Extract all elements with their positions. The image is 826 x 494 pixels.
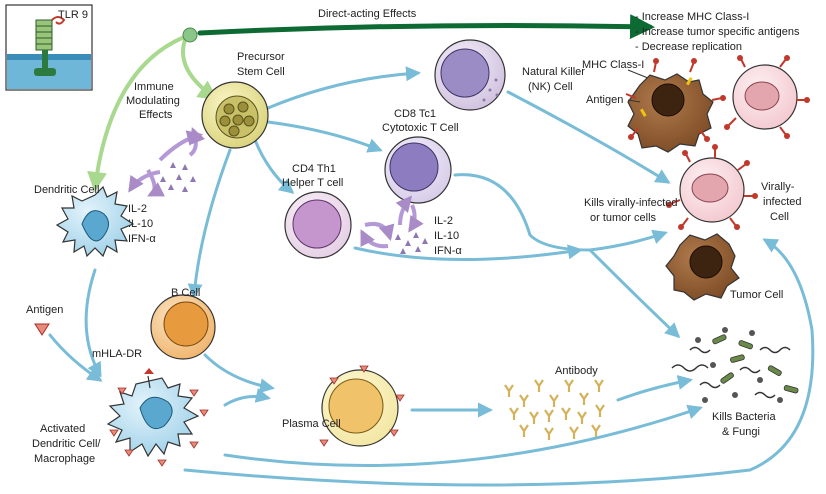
dendritic-cell	[55, 185, 135, 258]
antibodies-cluster	[504, 379, 605, 440]
antigen-free-label: Antigen	[26, 304, 63, 316]
cd8-to-kills-arrow	[453, 173, 592, 252]
virus-cell-with-mhc	[724, 55, 810, 139]
immune-modulating-line3: Effects	[139, 109, 173, 121]
b-cell-label: B Cell	[171, 287, 200, 299]
nk-label-line2: (NK) Cell	[528, 81, 573, 93]
cytokine-center-il10: IL-10	[434, 230, 459, 242]
precursor-to-bcell-arrow	[187, 148, 232, 299]
cytokine-center-ifna: IFN-α	[434, 245, 462, 257]
precursor-label-line2: Stem Cell	[237, 66, 285, 78]
precursor-to-cd4-arrow	[253, 138, 295, 194]
virally-infected-line2: infected	[763, 196, 802, 208]
precursor-to-nk-arrow	[266, 66, 421, 110]
antigen-to-activated-arrow	[48, 333, 103, 382]
bacteria-fungi-cluster	[671, 327, 799, 403]
immune-modulating-line2: Modulating	[126, 95, 180, 107]
plasma-cell	[319, 365, 405, 447]
nk-label-line1: Natural Killer	[522, 66, 585, 78]
to-dendritic-arrow	[87, 36, 184, 192]
mhc-pointer	[627, 69, 649, 79]
antigen-icon	[34, 323, 50, 336]
kills-to-virus-arrow	[588, 229, 668, 252]
cytokine-center-il2: IL-2	[434, 215, 453, 227]
plasma-cell-label: Plasma Cell	[282, 418, 341, 430]
dendritic-to-activated-arrow	[84, 268, 102, 378]
antigen-pointer-label: Antigen	[586, 94, 623, 106]
virally-infected-cell	[666, 144, 758, 230]
cd8-label-line1: CD8 Tc1	[394, 108, 436, 120]
activated-to-bacteria-arrow	[223, 404, 703, 467]
kills-virus-line2: or tumor cells	[590, 212, 657, 224]
cd4-label-line2: Helper T cell	[282, 177, 343, 189]
immune-modulating-line1: Immune	[134, 81, 174, 93]
mhla-dr-label: mHLA-DR	[92, 348, 142, 360]
receptor-icon	[34, 16, 66, 76]
activated-to-virus-arrow	[183, 238, 815, 487]
cd8-cytotoxic-t-cell	[384, 136, 452, 204]
cpg-ligand-dot	[182, 27, 198, 43]
cytokines-left-cluster	[128, 127, 206, 197]
precursor-to-cd8-arrow	[266, 120, 383, 153]
activated-dendritic-cell	[106, 368, 209, 467]
antibody-to-bacteria-arrow	[616, 374, 693, 402]
kills-virus-line1: Kills virally-infected	[584, 197, 678, 209]
cytokines-center-cluster	[360, 195, 428, 254]
cd4-helper-t-cell	[284, 191, 352, 259]
bcell-to-plasma-arrow	[203, 353, 275, 394]
activated-label-line1: Activated	[40, 423, 85, 435]
effect-line-3: - Decrease replication	[635, 41, 742, 53]
precursor-stem-cell	[201, 81, 269, 149]
mhc-class-i-label: MHC Class-I	[582, 59, 644, 71]
kills-bacteria-line1: Kills Bacteria	[712, 411, 776, 423]
kills-bacteria-line2: & Fungi	[722, 426, 760, 438]
cd8-to-bacteria-arrow	[588, 248, 681, 339]
virally-infected-line3: Cell	[770, 211, 789, 223]
b-cell	[150, 294, 216, 360]
activated-label-line2: Dendritic Cell/	[32, 438, 101, 450]
tlr9-label: TLR 9	[58, 9, 88, 21]
tumor-cell-label: Tumor Cell	[730, 289, 783, 301]
antigen-pointer	[627, 99, 641, 103]
cd8-label-line2: Cytotoxic T Cell	[382, 122, 459, 134]
antibody-label: Antibody	[555, 365, 598, 377]
cytokine-left-il2: IL-2	[128, 203, 147, 215]
cytokine-left-il10: IL-10	[128, 218, 153, 230]
virally-infected-line1: Virally-	[761, 181, 795, 193]
precursor-label-line1: Precursor	[237, 51, 285, 63]
cd4-to-kills-arrow	[353, 244, 583, 261]
dendritic-cell-label: Dendritic Cell	[34, 184, 99, 196]
effect-line-2: - Increase tumor specific antigens	[635, 26, 800, 38]
cd4-label-line1: CD4 Th1	[292, 163, 336, 175]
direct-acting-arrow	[197, 14, 655, 40]
effect-line-1: - Increase MHC Class-I	[635, 11, 749, 23]
tumor-cell	[665, 233, 740, 301]
tumor-cell-with-mhc	[625, 58, 726, 153]
cytokine-left-ifna: IFN-α	[128, 233, 156, 245]
activated-to-plasma-arrow	[223, 388, 271, 407]
tlr9-inset: TLR 9	[5, 4, 93, 91]
nk-to-virus-arrow	[506, 90, 671, 184]
direct-acting-label: Direct-acting Effects	[318, 8, 417, 20]
arrows	[48, 14, 815, 487]
activated-label-line3: Macrophage	[34, 453, 95, 465]
to-precursor-arrow	[181, 38, 219, 101]
nk-cell	[434, 39, 506, 111]
